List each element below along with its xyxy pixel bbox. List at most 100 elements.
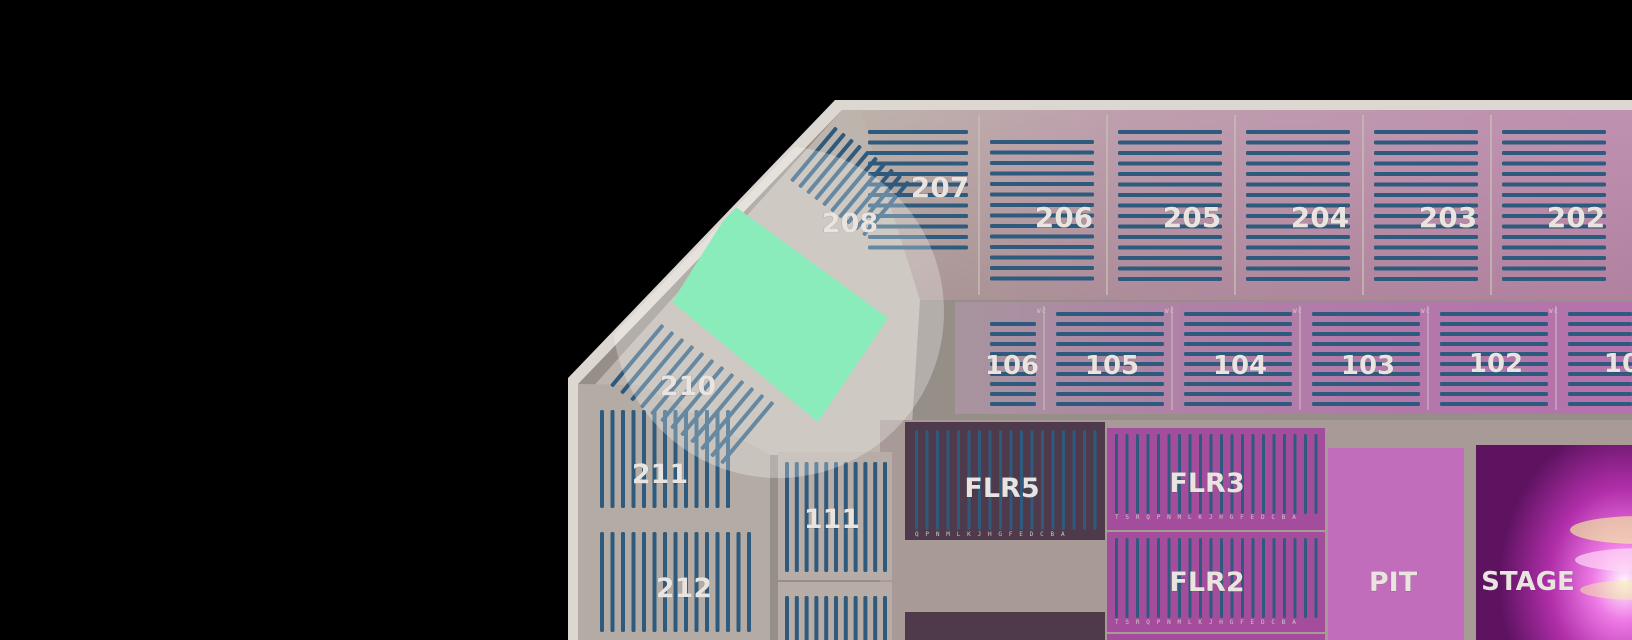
seat-row [990, 266, 1094, 270]
seat-row [1030, 430, 1034, 530]
section-label-flr2[interactable]: FLR2 [1169, 567, 1245, 599]
seat-row [990, 140, 1094, 144]
seat-row [1246, 224, 1350, 229]
section-label-104[interactable]: 104 [1213, 351, 1268, 382]
seat-row [1312, 332, 1420, 336]
seat-row [1184, 382, 1292, 386]
seat-row [1374, 172, 1478, 176]
seat-row [838, 162, 886, 218]
section-label-207[interactable]: 207 [910, 171, 969, 205]
seat-row [1199, 538, 1202, 618]
row-letters-flr2: T S R Q P N M L K J H G F E D C B A [1115, 619, 1297, 626]
seat-row [1272, 538, 1276, 618]
section-label-202[interactable]: 202 [1546, 201, 1605, 235]
seat-row [873, 462, 878, 572]
seat-row [999, 430, 1002, 530]
seat-row [1251, 538, 1255, 618]
section-label-pit[interactable]: PIT [1369, 567, 1418, 599]
seat-row [990, 255, 1094, 260]
seat-row [967, 430, 971, 530]
seat-row [1502, 151, 1606, 155]
seat-row [1312, 312, 1420, 316]
seat-row [1262, 434, 1265, 514]
row-letters-flr3: T S R Q P N M L K J H G F E D C B A [1115, 514, 1297, 521]
seat-row [794, 596, 799, 640]
section-label-105[interactable]: 105 [1085, 351, 1140, 382]
seat-row [1056, 312, 1164, 316]
seat-row [990, 203, 1094, 207]
seat-row [642, 532, 646, 632]
seat-row [600, 532, 604, 632]
seat-row [785, 462, 789, 572]
seat-row [1374, 256, 1478, 260]
seat-row [1184, 352, 1292, 356]
seat-row [1118, 256, 1222, 260]
seat-row [1374, 277, 1478, 281]
seat-row [1115, 434, 1118, 514]
seat-row [1118, 245, 1222, 250]
section-label-203[interactable]: 203 [1418, 201, 1477, 235]
section-label-flr5[interactable]: FLR5 [964, 473, 1040, 505]
seat-row [694, 532, 699, 632]
section-label-208[interactable]: 208 [822, 208, 879, 240]
seat-row [1440, 382, 1548, 386]
section-label-211[interactable]: 211 [632, 459, 689, 491]
seat-row [1056, 362, 1164, 366]
section-label-102[interactable]: 102 [1469, 349, 1524, 380]
seat-row [1118, 140, 1222, 145]
seat-row [990, 332, 1036, 336]
seat-row [630, 338, 684, 401]
seat-row [1568, 342, 1632, 346]
seat-row [1009, 430, 1013, 530]
seat-row [1241, 434, 1244, 514]
seat-row [804, 462, 809, 572]
seat-row [1118, 151, 1222, 155]
seat-row [660, 359, 714, 422]
seat-row [1568, 322, 1632, 326]
seat-row [978, 430, 981, 530]
seat-row [1312, 372, 1420, 376]
section-label-103[interactable]: 103 [1341, 351, 1396, 382]
section-label-205[interactable]: 205 [1162, 201, 1221, 235]
seat-row [600, 410, 604, 508]
section-label-101[interactable]: 10 [1604, 349, 1632, 380]
seat-row [1188, 434, 1192, 514]
seat-row [1118, 193, 1222, 197]
magnifier-lens [612, 146, 944, 478]
seat-row [621, 410, 625, 508]
section-label-111[interactable]: 111 [804, 504, 861, 536]
seat-row [1293, 538, 1297, 618]
seat-row [670, 366, 724, 429]
seat-row [1178, 434, 1181, 514]
floor-area [880, 420, 1632, 640]
seat-row [1502, 130, 1606, 134]
section-label-204[interactable]: 204 [1290, 201, 1349, 235]
seat-row [1304, 434, 1307, 514]
seat-row [1246, 151, 1350, 155]
seat-row [1251, 434, 1255, 514]
seat-row [990, 150, 1094, 155]
section-label-106[interactable]: 106 [985, 351, 1040, 382]
section-label-212[interactable]: 212 [656, 573, 713, 605]
seat-row [1502, 203, 1606, 208]
seat-row [1157, 538, 1160, 618]
seat-row [990, 322, 1036, 326]
selected-section-209[interactable] [672, 205, 888, 422]
section-label-206[interactable]: 206 [1034, 201, 1093, 235]
seat-row [673, 410, 678, 508]
seat-row [1083, 430, 1086, 530]
seat-row [715, 410, 720, 508]
seat-row [1374, 161, 1478, 166]
seat-row [1312, 362, 1420, 366]
seat-row [1246, 277, 1350, 281]
seat-row [1020, 430, 1023, 530]
seat-row [990, 224, 1094, 228]
seat-row [790, 126, 838, 182]
seat-row [1184, 392, 1292, 396]
seat-row [1502, 266, 1606, 271]
section-label-210[interactable]: 210 [660, 371, 717, 403]
seat-row [1118, 172, 1222, 176]
seat-row [1568, 382, 1632, 386]
section-label-flr3[interactable]: FLR3 [1169, 468, 1245, 500]
seat-row [1146, 434, 1150, 514]
